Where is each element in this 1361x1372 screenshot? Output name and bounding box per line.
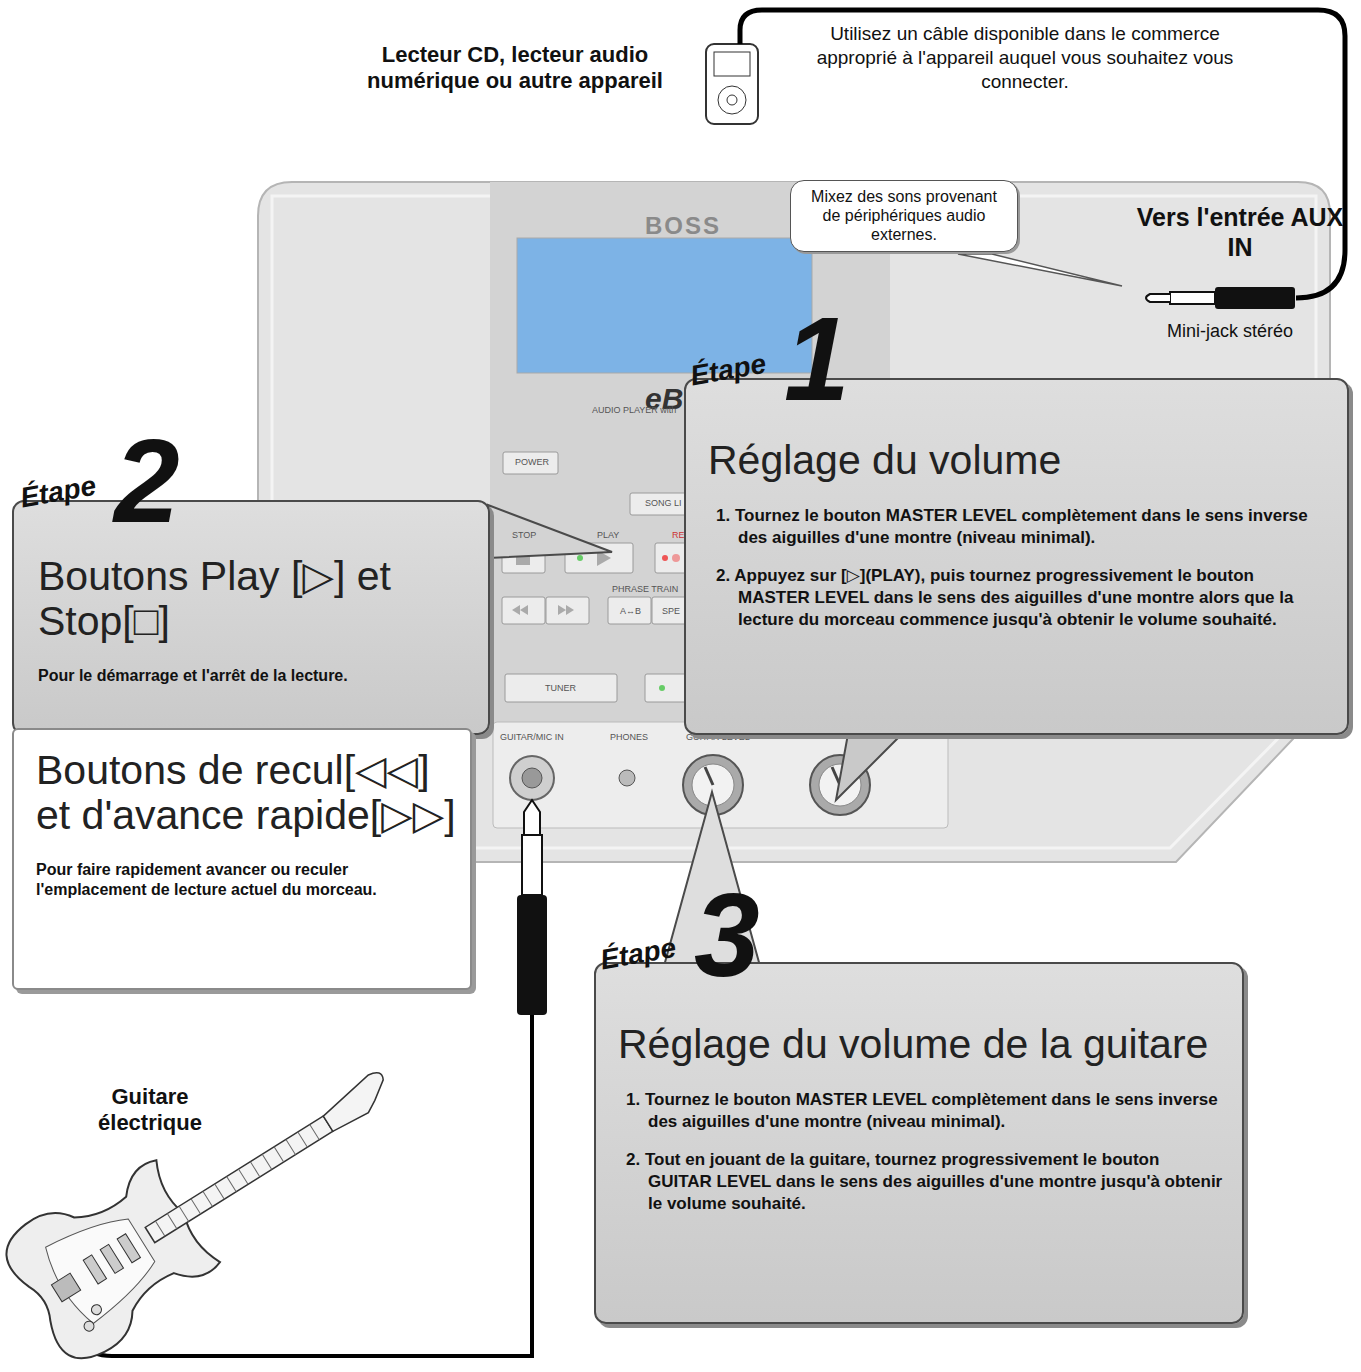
part-label: Guitare électrique xyxy=(60,1084,240,1137)
forward-button xyxy=(546,597,589,624)
guitar-jack-hole xyxy=(522,768,542,788)
callout-box: Étape1Réglage du volume1. Tournez le bou… xyxy=(684,378,1349,735)
callout-text: 1. Tournez le bouton MASTER LEVEL complè… xyxy=(618,1089,1224,1133)
rewind-symbol xyxy=(512,605,528,615)
callout-box: Boutons de recul[◁◁] et d'avance rapide[… xyxy=(12,728,472,990)
callout-box: Étape2Boutons Play [▷] et Stop[□]Pour le… xyxy=(12,500,490,735)
part-label: Vers l'entrée AUX IN xyxy=(1130,202,1350,262)
device-label: PLAY xyxy=(597,530,619,540)
guitar-frets xyxy=(155,1125,319,1237)
guitar-jack xyxy=(510,756,554,800)
device-label: PHONES xyxy=(610,732,648,742)
callout-title: Réglage du volume de la guitare xyxy=(618,1022,1224,1067)
callout-text: 2. Tout en jouant de la guitare, tournez… xyxy=(618,1149,1224,1215)
step-number: 3 xyxy=(694,876,760,994)
device-label: AUDIO PLAYER with xyxy=(592,405,676,415)
callout-title: Réglage du volume xyxy=(708,438,1329,483)
screen xyxy=(517,238,812,373)
callout-tail xyxy=(836,734,902,800)
player-wheel xyxy=(718,86,746,114)
device-label: RE xyxy=(672,530,685,540)
mini-jack-body xyxy=(1215,287,1295,309)
device-label: SONG LI xyxy=(645,498,682,508)
callout-title: Boutons Play [▷] et Stop[□] xyxy=(38,554,474,644)
rec-led xyxy=(662,555,668,561)
part-label: Lecteur CD, lecteur audio numérique ou a… xyxy=(330,42,700,95)
device-label: STOP xyxy=(512,530,536,540)
tuner-button xyxy=(505,674,617,702)
device-label: BOSS xyxy=(645,212,721,240)
part-label: Mini-jack stéréo xyxy=(1140,320,1320,343)
speech-bubble: Mixez des sons provenant de périphérique… xyxy=(790,180,1018,252)
step-number: 2 xyxy=(114,422,180,540)
step-label: Étape xyxy=(598,932,679,977)
device-label: TUNER xyxy=(545,683,576,693)
aux-cable xyxy=(740,10,1345,298)
rec-symbol xyxy=(672,554,680,562)
knob-pointer xyxy=(705,767,713,785)
device-label: POWER xyxy=(515,457,549,467)
callout-text: Pour le démarrage et l'arrêt de la lectu… xyxy=(38,666,474,686)
callout-text: Mixez des sons provenant de périphérique… xyxy=(801,187,1007,245)
device-label: SPE xyxy=(662,606,680,616)
callout-text: Pour faire rapidement avancer ou reculer… xyxy=(36,860,456,900)
audio-player xyxy=(706,44,758,124)
part-label: Utilisez un câble disponible dans le com… xyxy=(790,22,1260,93)
device-label: A↔B xyxy=(620,606,641,616)
callout-tail xyxy=(488,505,612,558)
player-screen xyxy=(714,52,750,76)
play-led xyxy=(577,555,583,561)
plug-body xyxy=(517,895,547,1015)
s-led xyxy=(659,685,665,691)
forward-symbol xyxy=(558,605,574,615)
plug-sleeve xyxy=(522,835,542,895)
power-button xyxy=(503,452,558,474)
device-label: PHRASE TRAIN xyxy=(612,584,678,594)
plug-tip xyxy=(524,800,540,835)
player-button xyxy=(727,95,737,105)
rewind-button xyxy=(502,597,545,624)
callout-box: Étape3Réglage du volume de la guitare1. … xyxy=(594,962,1244,1324)
step-label: Étape xyxy=(18,470,99,515)
ab-button xyxy=(608,597,651,624)
jack-panel xyxy=(493,722,948,828)
phones-jack xyxy=(619,770,635,786)
bubble-tail xyxy=(958,254,1122,286)
step-number: 1 xyxy=(784,300,850,418)
electric-guitar xyxy=(0,1022,428,1371)
callout-text: 1. Tournez le bouton MASTER LEVEL complè… xyxy=(708,505,1329,549)
mini-jack-tip xyxy=(1146,294,1170,302)
callout-title: Boutons de recul[◁◁] et d'avance rapide[… xyxy=(36,748,456,838)
mini-jack-sleeve xyxy=(1170,292,1215,304)
callout-text: 2. Appuyez sur [▷](PLAY), puis tournez p… xyxy=(708,565,1329,631)
device-label: GUITAR/MIC IN xyxy=(500,732,564,742)
